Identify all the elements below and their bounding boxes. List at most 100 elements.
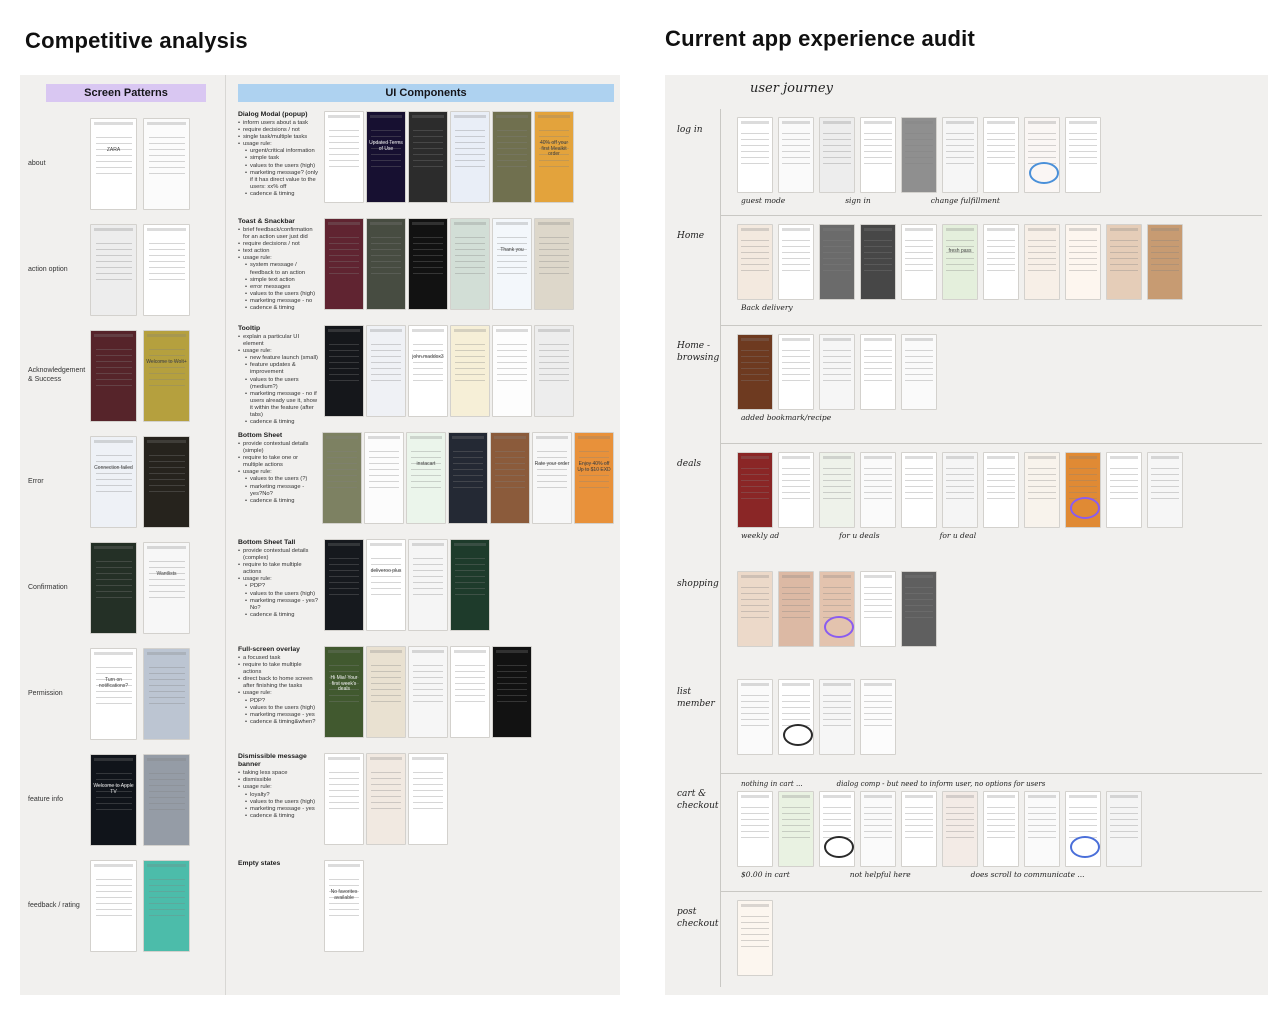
app-screenshot-thumbnail[interactable] (737, 900, 773, 976)
app-screenshot-thumbnail[interactable] (324, 325, 364, 417)
app-screenshot-thumbnail[interactable] (778, 679, 814, 755)
app-screenshot-thumbnail[interactable] (450, 539, 490, 631)
app-screenshot-thumbnail[interactable] (408, 646, 448, 738)
app-screenshot-thumbnail[interactable] (942, 452, 978, 528)
app-screenshot-thumbnail[interactable] (143, 648, 190, 740)
app-screenshot-thumbnail[interactable] (901, 791, 937, 867)
app-screenshot-thumbnail[interactable] (860, 679, 896, 755)
app-screenshot-thumbnail[interactable] (778, 791, 814, 867)
app-screenshot-thumbnail[interactable]: Updated Terms of Use (366, 111, 406, 203)
app-screenshot-thumbnail[interactable] (737, 791, 773, 867)
app-screenshot-thumbnail[interactable] (1065, 452, 1101, 528)
app-screenshot-thumbnail[interactable]: Wantlists (143, 542, 190, 634)
app-screenshot-thumbnail[interactable] (778, 117, 814, 193)
app-screenshot-thumbnail[interactable] (778, 334, 814, 410)
app-screenshot-thumbnail[interactable] (860, 224, 896, 300)
app-screenshot-thumbnail[interactable] (450, 218, 490, 310)
app-screenshot-thumbnail[interactable] (901, 334, 937, 410)
app-screenshot-thumbnail[interactable] (90, 860, 137, 952)
app-screenshot-thumbnail[interactable] (450, 646, 490, 738)
app-screenshot-thumbnail[interactable] (819, 571, 855, 647)
app-screenshot-thumbnail[interactable] (324, 753, 364, 845)
app-screenshot-thumbnail[interactable] (860, 452, 896, 528)
app-screenshot-thumbnail[interactable]: Enjoy 40% off Up to $10 EXD (574, 432, 614, 524)
app-screenshot-thumbnail[interactable]: Hi Mia! Your first week's deals (324, 646, 364, 738)
app-screenshot-thumbnail[interactable] (1024, 791, 1060, 867)
app-screenshot-thumbnail[interactable]: 40% off your first Mealkit order (534, 111, 574, 203)
app-screenshot-thumbnail[interactable] (143, 118, 190, 210)
app-screenshot-thumbnail[interactable] (408, 753, 448, 845)
app-screenshot-thumbnail[interactable] (860, 791, 896, 867)
app-screenshot-thumbnail[interactable] (1065, 224, 1101, 300)
app-screenshot-thumbnail[interactable] (819, 452, 855, 528)
app-screenshot-thumbnail[interactable] (1106, 452, 1142, 528)
app-screenshot-thumbnail[interactable] (819, 679, 855, 755)
app-screenshot-thumbnail[interactable] (737, 224, 773, 300)
app-screenshot-thumbnail[interactable] (90, 224, 137, 316)
app-screenshot-thumbnail[interactable]: john.maddox3 (408, 325, 448, 417)
app-screenshot-thumbnail[interactable] (143, 224, 190, 316)
app-screenshot-thumbnail[interactable]: Welcome to Apple TV (90, 754, 137, 846)
app-screenshot-thumbnail[interactable] (534, 218, 574, 310)
app-screenshot-thumbnail[interactable] (819, 791, 855, 867)
app-screenshot-thumbnail[interactable] (1065, 117, 1101, 193)
app-screenshot-thumbnail[interactable] (492, 325, 532, 417)
app-screenshot-thumbnail[interactable] (860, 334, 896, 410)
app-screenshot-thumbnail[interactable] (90, 542, 137, 634)
app-screenshot-thumbnail[interactable] (492, 111, 532, 203)
app-screenshot-thumbnail[interactable]: Connection failed (90, 436, 137, 528)
app-screenshot-thumbnail[interactable] (737, 452, 773, 528)
app-screenshot-thumbnail[interactable]: deliveroo plus (366, 539, 406, 631)
app-screenshot-thumbnail[interactable] (324, 218, 364, 310)
app-screenshot-thumbnail[interactable] (1106, 791, 1142, 867)
app-screenshot-thumbnail[interactable] (983, 224, 1019, 300)
app-screenshot-thumbnail[interactable] (143, 754, 190, 846)
app-screenshot-thumbnail[interactable] (450, 111, 490, 203)
app-screenshot-thumbnail[interactable] (366, 325, 406, 417)
app-screenshot-thumbnail[interactable] (324, 111, 364, 203)
app-screenshot-thumbnail[interactable] (942, 791, 978, 867)
app-screenshot-thumbnail[interactable] (860, 571, 896, 647)
app-screenshot-thumbnail[interactable] (901, 117, 937, 193)
app-screenshot-thumbnail[interactable] (1024, 452, 1060, 528)
app-screenshot-thumbnail[interactable] (490, 432, 530, 524)
app-screenshot-thumbnail[interactable]: Thank you (492, 218, 532, 310)
app-screenshot-thumbnail[interactable]: Turn on notifications? (90, 648, 137, 740)
app-screenshot-thumbnail[interactable] (778, 224, 814, 300)
app-screenshot-thumbnail[interactable] (983, 117, 1019, 193)
app-screenshot-thumbnail[interactable]: fresh pass (942, 224, 978, 300)
app-screenshot-thumbnail[interactable]: Welcome to Wolt+ (143, 330, 190, 422)
app-screenshot-thumbnail[interactable] (448, 432, 488, 524)
app-screenshot-thumbnail[interactable] (450, 325, 490, 417)
app-screenshot-thumbnail[interactable] (778, 452, 814, 528)
app-screenshot-thumbnail[interactable] (983, 791, 1019, 867)
app-screenshot-thumbnail[interactable] (534, 325, 574, 417)
app-screenshot-thumbnail[interactable]: ZARA (90, 118, 137, 210)
app-screenshot-thumbnail[interactable]: Rate your order (532, 432, 572, 524)
app-screenshot-thumbnail[interactable] (819, 334, 855, 410)
app-screenshot-thumbnail[interactable] (737, 679, 773, 755)
app-screenshot-thumbnail[interactable] (90, 330, 137, 422)
app-screenshot-thumbnail[interactable] (408, 539, 448, 631)
app-screenshot-thumbnail[interactable] (1065, 791, 1101, 867)
app-screenshot-thumbnail[interactable] (366, 218, 406, 310)
app-screenshot-thumbnail[interactable] (901, 571, 937, 647)
app-screenshot-thumbnail[interactable] (408, 218, 448, 310)
app-screenshot-thumbnail[interactable] (492, 646, 532, 738)
app-screenshot-thumbnail[interactable] (942, 117, 978, 193)
app-screenshot-thumbnail[interactable] (366, 753, 406, 845)
app-screenshot-thumbnail[interactable] (324, 539, 364, 631)
app-screenshot-thumbnail[interactable]: instacart (406, 432, 446, 524)
app-screenshot-thumbnail[interactable] (143, 860, 190, 952)
app-screenshot-thumbnail[interactable] (860, 117, 896, 193)
app-screenshot-thumbnail[interactable] (778, 571, 814, 647)
app-screenshot-thumbnail[interactable] (983, 452, 1019, 528)
app-screenshot-thumbnail[interactable] (901, 224, 937, 300)
app-screenshot-thumbnail[interactable] (819, 224, 855, 300)
app-screenshot-thumbnail[interactable] (1147, 452, 1183, 528)
app-screenshot-thumbnail[interactable]: No favorites available (324, 860, 364, 952)
app-screenshot-thumbnail[interactable] (737, 117, 773, 193)
app-screenshot-thumbnail[interactable] (408, 111, 448, 203)
app-screenshot-thumbnail[interactable] (901, 452, 937, 528)
app-screenshot-thumbnail[interactable] (364, 432, 404, 524)
